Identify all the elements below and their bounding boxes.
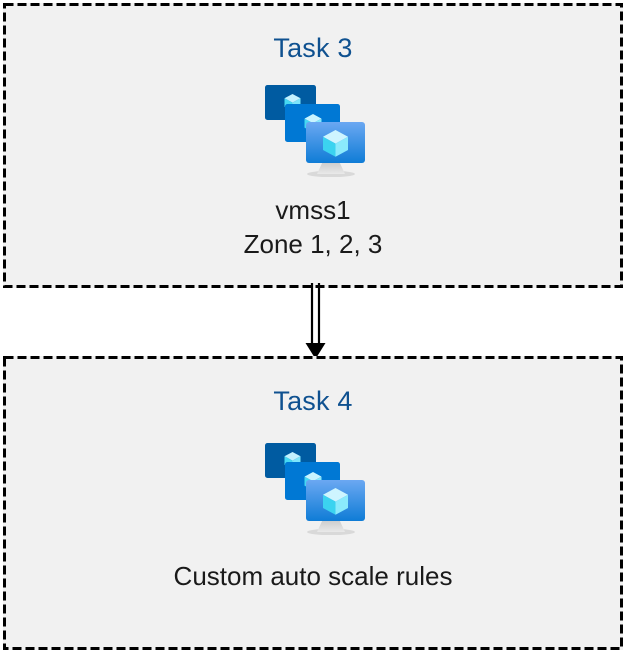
task-3-title: Task 3 xyxy=(273,33,353,63)
vmss-name-label: vmss1 xyxy=(275,195,351,225)
task-4-labels: Custom auto scale rules xyxy=(174,559,453,593)
task-4-container: Task 4 xyxy=(3,356,623,650)
task-3-container: Task 3 xyxy=(3,3,623,288)
virtual-machine-scale-set-icon xyxy=(261,439,365,535)
autoscale-rules-label: Custom auto scale rules xyxy=(173,561,453,591)
task3-to-task4-arrow xyxy=(296,283,336,361)
virtual-machine-scale-set-icon xyxy=(261,81,365,177)
task-4-title: Task 4 xyxy=(273,386,353,416)
vmss-zones-label: Zone 1, 2, 3 xyxy=(243,229,383,259)
task-3-labels: vmss1 Zone 1, 2, 3 xyxy=(244,193,383,261)
